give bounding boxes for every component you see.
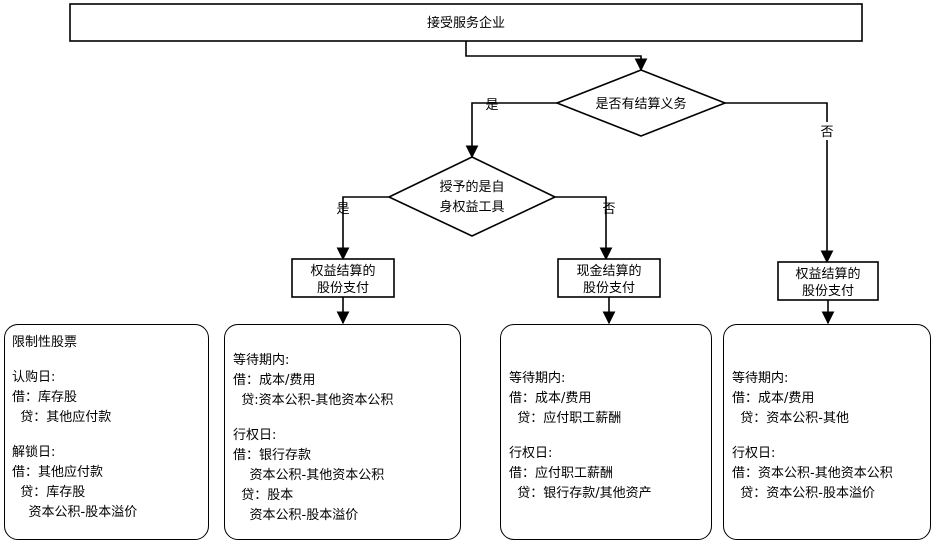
- decision-settlement-label: 是否有结算义务: [595, 96, 686, 112]
- cash-wait-credit: 贷：应付职工薪酬: [509, 411, 622, 426]
- equity-left-wait-label: 等待期内:: [233, 353, 290, 368]
- restricted-subscribe-debit: 借：库存股: [12, 390, 78, 405]
- node-cash-settled-line1: 现金结算的: [576, 263, 641, 279]
- equity-left-exercise-debit-2: 资本公积-其他资本公积: [233, 468, 385, 483]
- cash-exercise-debit: 借：应付职工薪酬: [509, 466, 614, 481]
- equity-right-exercise-debit: 借：资本公积-其他资本公积: [732, 466, 893, 481]
- settlement-yes-label: 是: [485, 98, 498, 113]
- equity-right-wait-label: 等待期内:: [732, 371, 789, 386]
- node-equity-settled-left-line2: 股份支付: [317, 281, 369, 296]
- restricted-unlock-label: 解锁日:: [12, 445, 56, 460]
- connector-own-equity-yes: [336, 196, 389, 261]
- cash-wait-label: 等待期内:: [509, 371, 566, 386]
- panel-equity-settled-left: 等待期内: 借：成本/费用 贷:资本公积-其他资本公积 行权日: 借：银行存款 …: [224, 324, 461, 540]
- restricted-subscribe-credit: 贷：其他应付款: [12, 410, 112, 425]
- node-cash-settled-line2: 股份支付: [583, 281, 635, 296]
- own-equity-yes-label: 是: [336, 202, 349, 217]
- equity-left-wait-credit: 贷:资本公积-其他资本公积: [233, 393, 394, 408]
- equity-left-exercise-debit-1: 借：银行存款: [233, 448, 312, 463]
- node-cash-settled: 现金结算的 股份支付: [557, 258, 661, 298]
- equity-right-exercise-credit: 贷：资本公积-股本溢价: [732, 486, 875, 501]
- settlement-no-label-bg: [819, 122, 835, 140]
- equity-left-exercise-credit-2: 资本公积-股本溢价: [233, 508, 359, 523]
- equity-left-exercise-credit-1: 贷：股本: [233, 488, 294, 503]
- decision-own-equity: 授予的是自 身权益工具: [387, 156, 557, 237]
- equity-right-exercise-label: 行权日:: [732, 446, 776, 461]
- node-equity-settled-right: 权益结算的 股份支付: [777, 261, 879, 301]
- connector-settlement-yes: [465, 102, 557, 159]
- panel-restricted-stock: 限制性股票 认购日: 借：库存股 贷：其他应付款 解锁日: 借：其他应付款 贷：…: [4, 324, 209, 540]
- cash-exercise-label: 行权日:: [509, 446, 553, 461]
- panel-equity-settled-right: 等待期内: 借：成本/费用 贷：资本公积-其他 行权日: 借：资本公积-其他资本…: [723, 324, 931, 540]
- panel-cash-settled: 等待期内: 借：成本/费用 贷：应付职工薪酬 行权日: 借：应付职工薪酬 贷：银…: [500, 324, 712, 540]
- node-equity-settled-right-line2: 股份支付: [802, 284, 854, 299]
- restricted-unlock-credit-1: 贷：库存股: [12, 485, 86, 500]
- equity-left-wait-debit: 借：成本/费用: [233, 373, 316, 388]
- connector-settlement-no: [725, 102, 834, 264]
- decision-own-equity-line1: 授予的是自: [439, 179, 504, 195]
- node-equity-settled-right-line1: 权益结算的: [795, 266, 860, 282]
- restricted-unlock-credit-2: 资本公积-股本溢价: [12, 505, 138, 520]
- own-equity-no-label: 否: [602, 202, 615, 217]
- decision-settlement: 是否有结算义务: [554, 69, 728, 137]
- top-node: 接受服务企业: [69, 3, 863, 42]
- top-node-label: 接受服务企业: [427, 15, 505, 31]
- connector-top-to-settlement: [465, 41, 648, 72]
- decision-own-equity-line2: 身权益工具: [439, 199, 504, 215]
- equity-left-exercise-label: 行权日:: [233, 428, 277, 443]
- node-equity-settled-left-line1: 权益结算的: [310, 263, 375, 279]
- restricted-subscribe-label: 认购日:: [12, 370, 56, 385]
- cash-exercise-credit: 贷：银行存款/其他资产: [509, 486, 652, 501]
- restricted-unlock-debit: 借：其他应付款: [12, 465, 104, 480]
- equity-right-wait-credit: 贷：资本公积-其他: [732, 411, 849, 426]
- restricted-title: 限制性股票: [12, 335, 78, 350]
- node-equity-settled-left: 权益结算的 股份支付: [291, 258, 395, 298]
- cash-wait-debit: 借：成本/费用: [509, 391, 592, 406]
- equity-right-wait-debit: 借：成本/费用: [732, 391, 815, 406]
- settlement-no-label: 否: [820, 125, 833, 140]
- connector-own-equity-no: [555, 196, 613, 261]
